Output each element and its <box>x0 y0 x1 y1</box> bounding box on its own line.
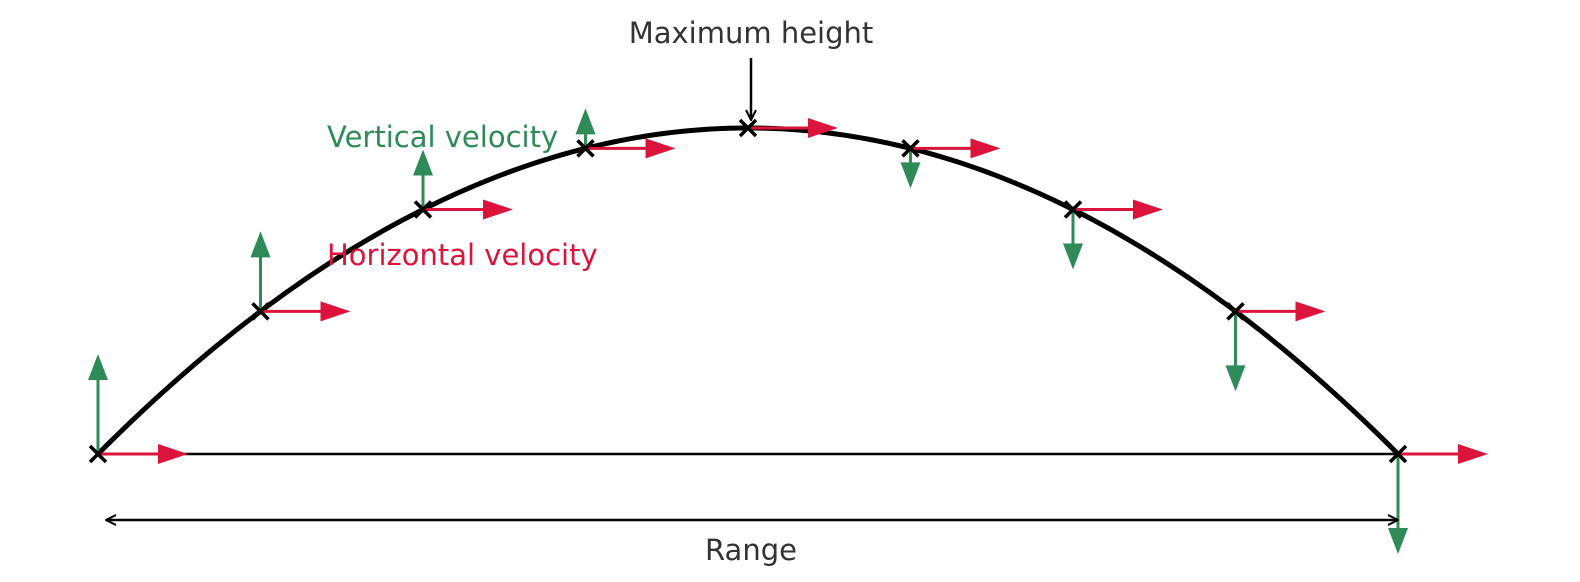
vertical-velocity-vector <box>1388 454 1408 554</box>
horizontal-velocity-vector <box>1073 199 1163 220</box>
marker-stroke <box>738 118 758 138</box>
horizontal-vector-head <box>483 199 513 220</box>
max-height-label: Maximum height <box>629 16 874 50</box>
horizontal-velocity-vector <box>423 199 513 220</box>
marker-stroke <box>413 200 433 219</box>
horizontal-vector-head <box>158 444 188 464</box>
trajectory-point-marker <box>1063 200 1083 219</box>
vertical-vector-head <box>88 354 108 380</box>
vertical-velocity-vector <box>250 231 271 312</box>
horizontal-vector-head <box>1133 199 1163 220</box>
horizontal-velocity-vector <box>1398 444 1488 464</box>
horizontal-velocity-label: Horizontal velocity <box>327 238 598 272</box>
vertical-velocity-label: Vertical velocity <box>327 120 558 154</box>
trajectory-markers <box>88 118 1408 464</box>
horizontal-velocity-vector <box>260 301 351 322</box>
vertical-vector-head <box>900 162 921 189</box>
vertical-velocity-vector <box>575 108 596 149</box>
marker-stroke <box>251 302 270 321</box>
vertical-vector-head <box>1388 528 1408 554</box>
vertical-vector-head <box>1063 243 1083 270</box>
velocity-vectors <box>88 108 1488 554</box>
horizontal-vector-head <box>808 118 838 138</box>
trajectory-point-marker <box>738 118 758 138</box>
range-label: Range <box>705 533 797 567</box>
trajectory-point-marker <box>576 139 595 158</box>
vertical-vector-head <box>575 108 596 135</box>
marker-stroke <box>1063 200 1083 219</box>
horizontal-vector-head <box>970 138 1001 159</box>
horizontal-velocity-vector <box>910 138 1001 159</box>
vertical-vector-head <box>250 231 271 258</box>
marker-stroke <box>901 139 920 158</box>
marker-stroke <box>88 444 108 464</box>
vertical-velocity-vector <box>413 149 433 210</box>
vertical-vector-head <box>1225 365 1246 392</box>
horizontal-vector-head <box>1295 301 1326 322</box>
vertical-velocity-vector <box>88 354 108 454</box>
trajectory-point-marker <box>1226 302 1245 321</box>
marker-stroke <box>1226 302 1245 321</box>
horizontal-velocity-vector <box>748 118 838 138</box>
horizontal-vector-head <box>320 301 351 322</box>
trajectory-point-marker <box>1388 444 1408 464</box>
horizontal-velocity-vector <box>585 138 676 159</box>
trajectory-point-marker <box>901 139 920 158</box>
horizontal-vector-head <box>1458 444 1488 464</box>
marker-stroke <box>576 139 595 158</box>
horizontal-vector-head <box>645 138 676 159</box>
marker-stroke <box>1388 444 1408 464</box>
vertical-velocity-vector <box>900 148 921 189</box>
trajectory-point-marker <box>88 444 108 464</box>
vertical-vector-head <box>413 149 433 176</box>
vertical-velocity-vector <box>1225 311 1246 392</box>
trajectory-point-marker <box>251 302 270 321</box>
trajectory-point-marker <box>413 200 433 219</box>
vertical-velocity-vector <box>1063 209 1083 270</box>
horizontal-velocity-vector <box>98 444 188 464</box>
trajectory-curve <box>96 125 1400 456</box>
horizontal-velocity-vector <box>1235 301 1326 322</box>
